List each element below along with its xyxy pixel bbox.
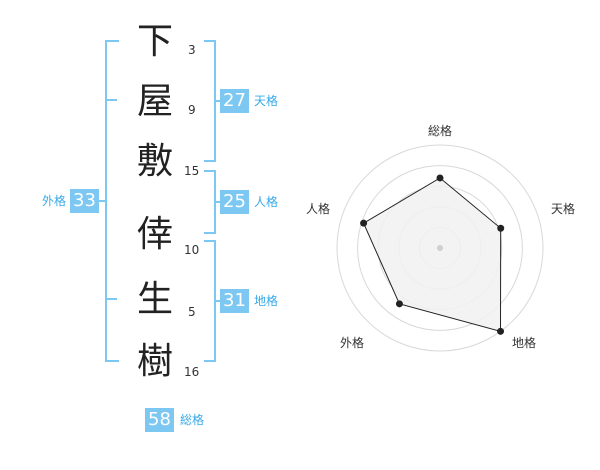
radar-label-gaikaku: 外格 [340, 335, 364, 350]
radar-center [437, 245, 443, 251]
gaikaku-badge: 33 [70, 189, 99, 213]
chikaku-badge: 31 [220, 289, 249, 313]
tenkaku-connector [214, 100, 222, 102]
gaikaku-bracket [105, 40, 119, 362]
name-char-6: 樹 [136, 341, 173, 382]
gaikaku-bracket-tick [105, 298, 117, 300]
radar-point-1 [497, 224, 505, 232]
gaikaku-connector [97, 200, 105, 202]
name-char-3: 敷 [136, 141, 173, 182]
stroke-count-1: 3 [188, 43, 196, 57]
jinkaku-badge: 25 [220, 190, 249, 214]
radar-point-3 [395, 300, 403, 308]
tenkaku-label: 天格 [254, 94, 279, 108]
radar-ring [357, 165, 523, 331]
chikaku-connector [214, 300, 222, 302]
soukaku-badge: 58 [145, 408, 174, 432]
stroke-count-2: 9 [188, 103, 196, 117]
name-char-4: 倖 [136, 214, 173, 255]
stroke-count-5: 5 [188, 305, 196, 319]
radar-label-tenkaku: 天格 [551, 201, 575, 216]
gaikaku-label: 外格 [42, 194, 67, 208]
name-char-5: 生 [136, 279, 173, 320]
radar-point-4 [360, 219, 368, 227]
soukaku-label: 総格 [180, 413, 205, 427]
name-char-1: 下 [136, 21, 173, 62]
stroke-count-3: 15 [184, 164, 200, 178]
jinkaku-connector [214, 201, 222, 203]
radar-points [360, 174, 505, 335]
radar-label-chikaku: 地格 [512, 335, 536, 350]
radar-shape [362, 177, 502, 332]
radar-label-soukaku: 総格 [428, 123, 452, 138]
jinkaku-label: 人格 [254, 195, 279, 209]
stroke-count-4: 10 [184, 243, 200, 257]
gaikaku-bracket-tick [105, 99, 117, 101]
tenkaku-badge: 27 [220, 89, 249, 113]
name-char-2: 屋 [136, 81, 173, 122]
radar-point-2 [497, 327, 505, 335]
radar-label-jinkaku: 人格 [306, 201, 330, 216]
chikaku-label: 地格 [254, 294, 279, 308]
stroke-count-6: 16 [184, 365, 200, 379]
radar-point-0 [436, 174, 444, 182]
